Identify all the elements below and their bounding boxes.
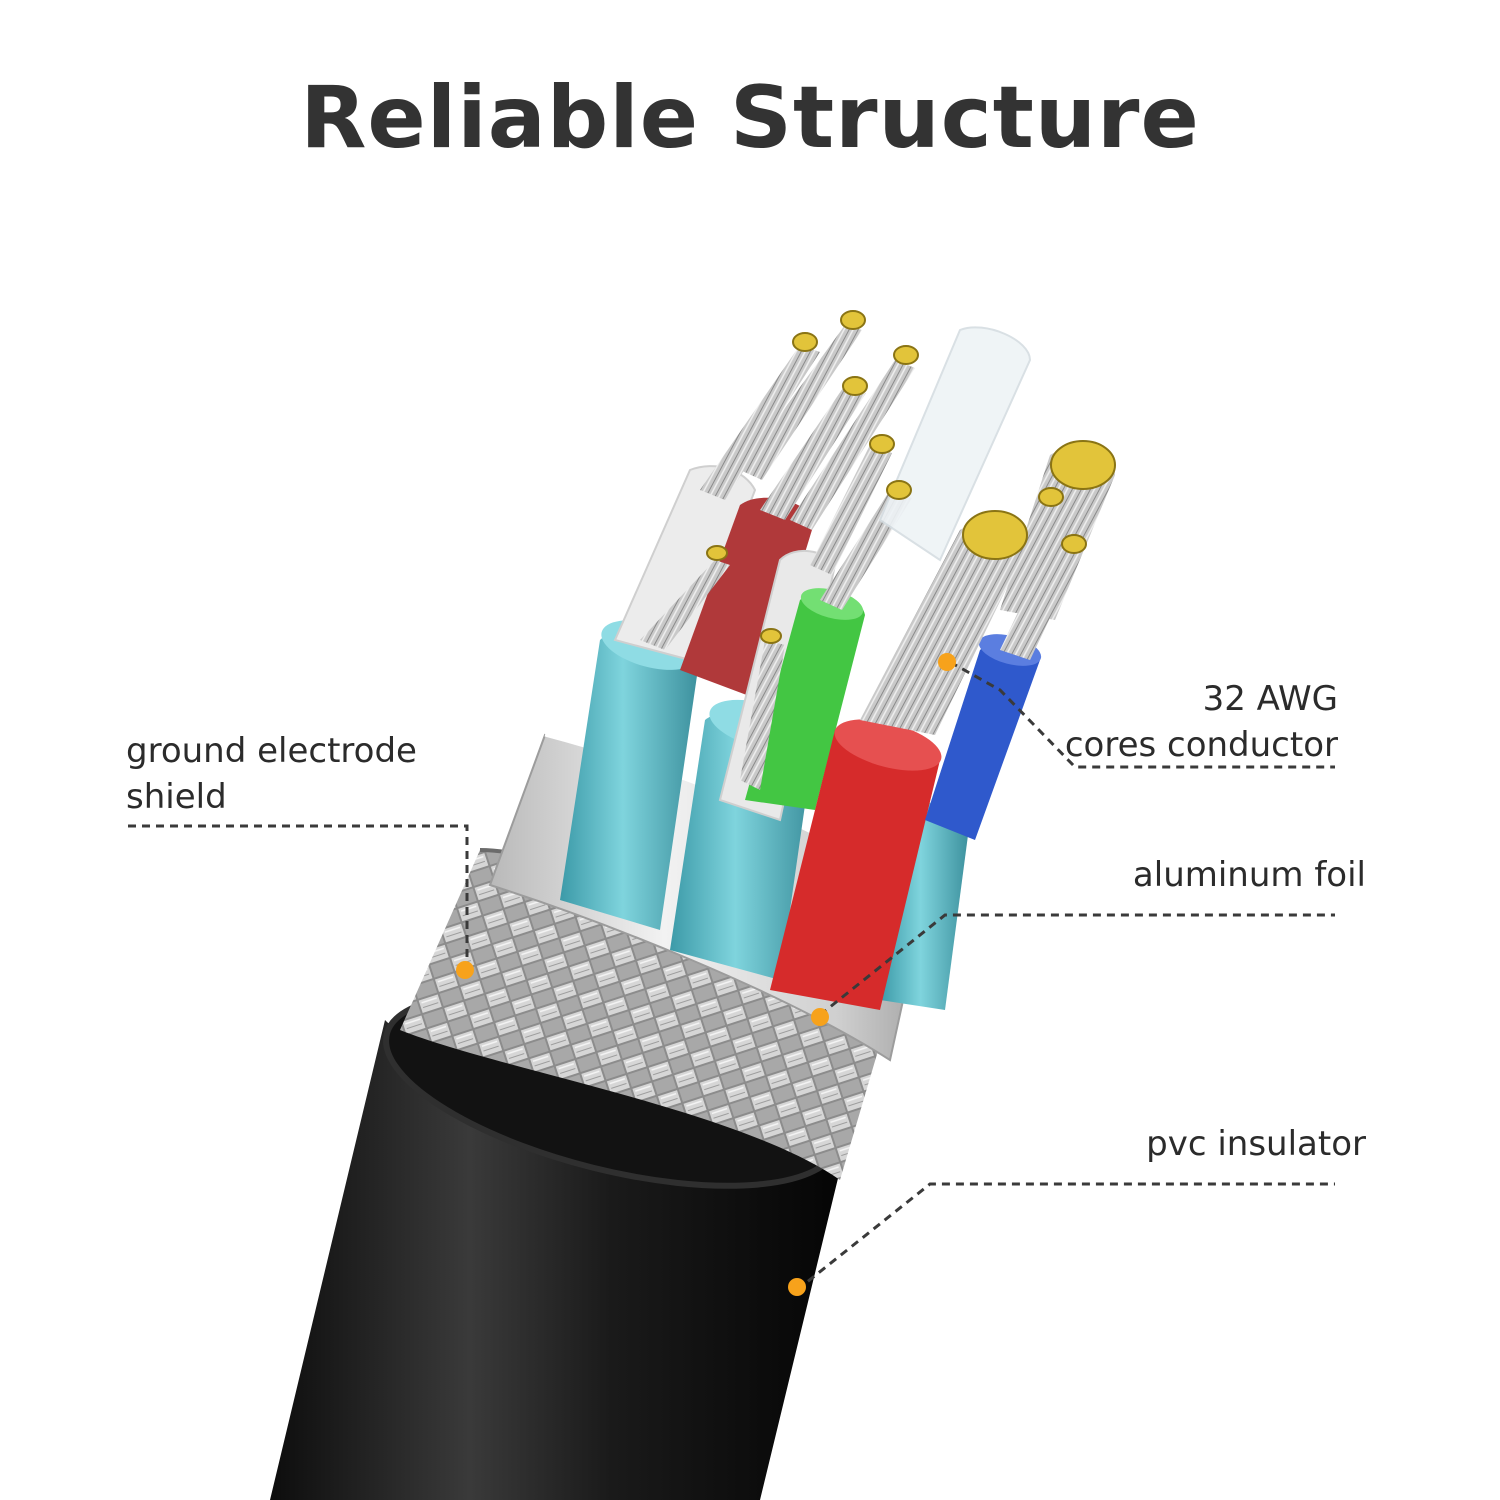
stranded-conductors bbox=[640, 325, 1115, 790]
label-cores-line2: cores conductor bbox=[1064, 725, 1338, 765]
conductor-tips bbox=[706, 310, 1116, 644]
callout-dots bbox=[456, 653, 956, 1296]
callout-line-pvc bbox=[796, 1182, 1335, 1292]
label-aluminum-foil: aluminum foil bbox=[1133, 852, 1366, 898]
callout-line-foil bbox=[819, 913, 1335, 1017]
page-title: Reliable Structure bbox=[300, 68, 1200, 168]
callout-dot-foil bbox=[811, 1008, 829, 1026]
callout-line-ground bbox=[128, 824, 469, 968]
callout-dot-cores bbox=[938, 653, 956, 671]
callout-dot-pvc bbox=[788, 1278, 806, 1296]
callout-line-cores bbox=[949, 660, 1335, 769]
label-pvc-insulator: pvc insulator bbox=[1146, 1121, 1366, 1167]
label-cores-conductor: 32 AWG cores conductor bbox=[1065, 676, 1338, 768]
label-ground-electrode-shield: ground electrode shield bbox=[126, 728, 417, 820]
label-ground-line2: shield bbox=[126, 777, 227, 817]
label-foil-text: aluminum foil bbox=[1132, 855, 1366, 895]
label-pvc-text: pvc insulator bbox=[1146, 1124, 1366, 1164]
label-cores-line1: 32 AWG bbox=[1202, 679, 1338, 719]
callout-dot-ground bbox=[456, 961, 474, 979]
label-ground-line1: ground electrode bbox=[126, 731, 417, 771]
callout-lines bbox=[128, 660, 1335, 1292]
